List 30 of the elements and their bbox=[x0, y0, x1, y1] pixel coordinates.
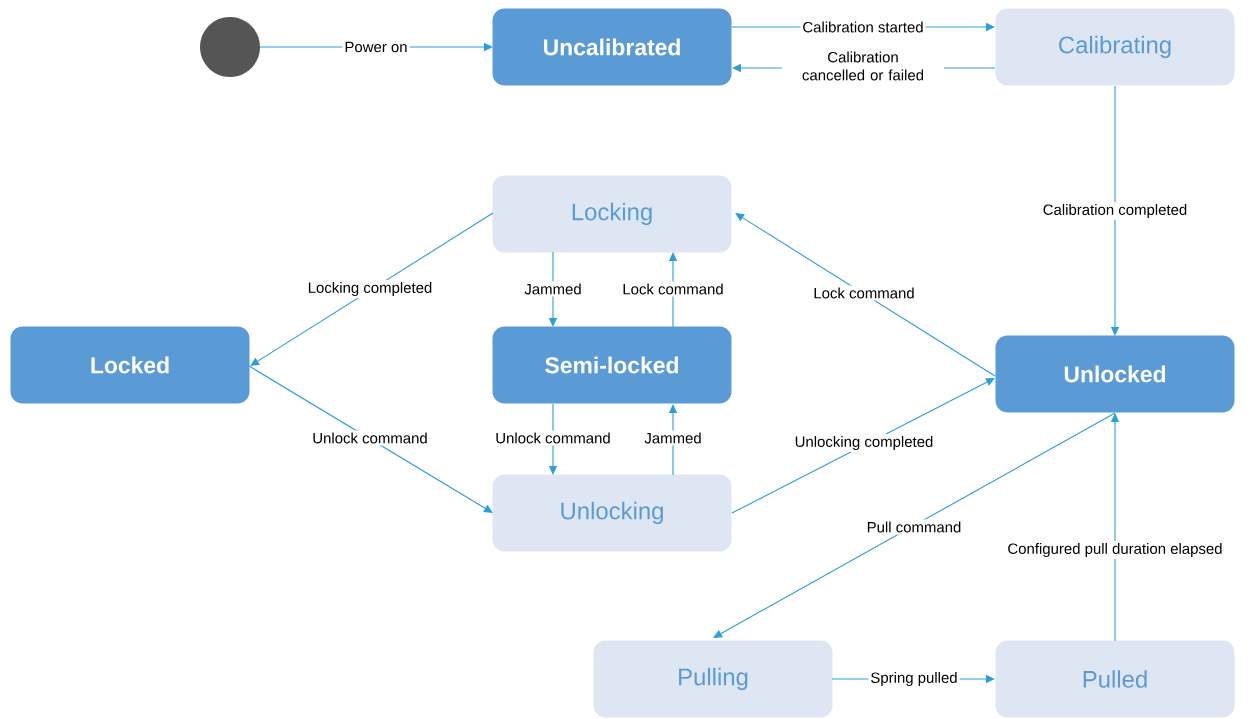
edge-label: Calibration completed bbox=[1040, 202, 1190, 220]
state-box: Pulled bbox=[995, 640, 1235, 718]
edge-label: Unlock command bbox=[493, 430, 613, 446]
state-box: Unlocked bbox=[995, 335, 1235, 413]
state-box: Semi-locked bbox=[492, 326, 732, 404]
arrow bbox=[250, 212, 494, 366]
state-box: Calibrating bbox=[995, 8, 1235, 86]
edge-label: Jammed bbox=[642, 430, 704, 446]
arrow bbox=[735, 213, 996, 377]
edge-label: Power on bbox=[342, 39, 410, 55]
edge-label: Unlock command bbox=[310, 430, 430, 446]
edge-label: Calibration cancelled or failed bbox=[782, 49, 944, 83]
state-box: Pulling bbox=[593, 640, 833, 718]
edge-label: Jammed bbox=[522, 281, 584, 297]
edge-label: Pull command bbox=[864, 519, 964, 535]
state-box: Locking bbox=[492, 175, 732, 253]
edge-label: Locking completed bbox=[305, 280, 435, 298]
edge-label: Calibration started bbox=[800, 19, 926, 35]
start-circle bbox=[200, 17, 260, 77]
state-box: Unlocking bbox=[492, 474, 732, 552]
arrow bbox=[731, 378, 995, 514]
edge-label: Spring pulled bbox=[868, 670, 960, 688]
edge-label: Lock command bbox=[811, 285, 917, 301]
state-box: Uncalibrated bbox=[492, 8, 732, 86]
arrow bbox=[248, 365, 493, 513]
edge-label: Unlocking completed bbox=[792, 434, 936, 452]
edge-label: Configured pull duration elapsed bbox=[1005, 541, 1225, 559]
arrow bbox=[713, 412, 1116, 638]
state-box: Locked bbox=[10, 326, 250, 404]
edge-label: Lock command bbox=[620, 281, 726, 297]
